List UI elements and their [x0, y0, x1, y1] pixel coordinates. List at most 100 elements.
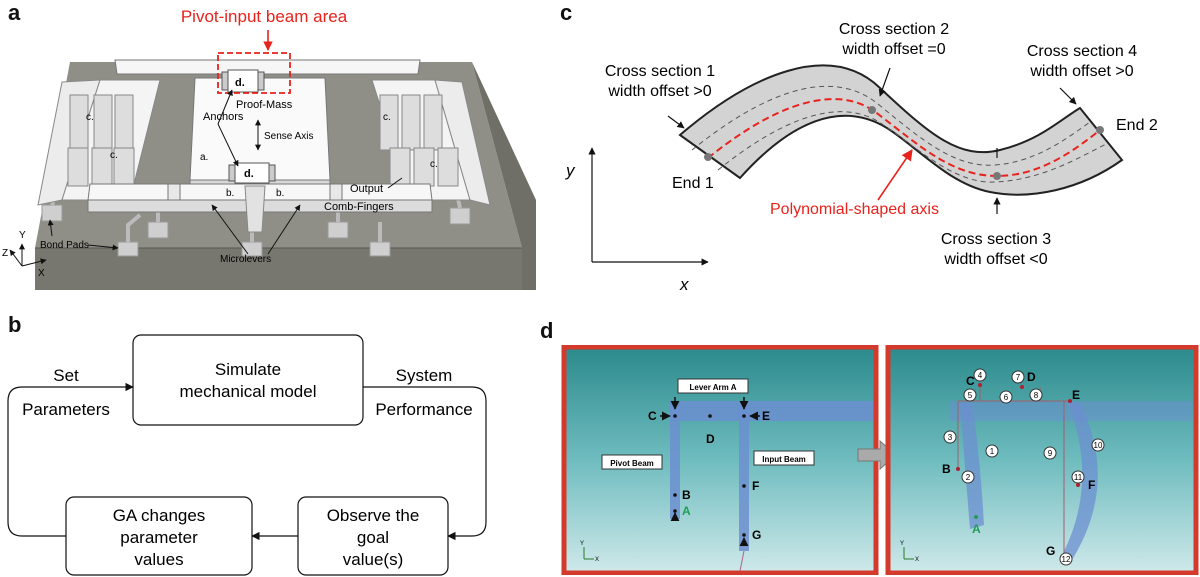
box-observe-line2: goal — [357, 528, 389, 547]
label-microlevers: Microlevers — [220, 254, 271, 265]
substrate-side — [472, 62, 536, 290]
cs3-line1: Cross section 3 — [941, 231, 1051, 248]
input-beam-text: Input Beam — [762, 455, 806, 464]
label-c-3: c. — [383, 112, 391, 123]
point-f-left: F — [752, 479, 759, 493]
label-d-bottom: d. — [244, 168, 254, 180]
input-beam — [739, 401, 749, 551]
point-c-right: C — [966, 374, 975, 388]
panel-c-beam-diagram: y x Cross section 1 width offset >0 Cros… — [565, 21, 1158, 294]
box-simulate-line2: mechanical model — [179, 382, 316, 401]
num-6: 6 — [1004, 393, 1009, 402]
num-9: 9 — [1048, 449, 1053, 458]
pivot-beam-box — [601, 454, 663, 470]
label-comb-fingers: Comb-Fingers — [324, 201, 394, 213]
panel-b-letter: b — [8, 312, 22, 337]
panel-a-mems-diagram: Pivot-input beam area d. Proof-Mass Anch… — [2, 7, 536, 290]
box-simulate-line1: Simulate — [215, 360, 281, 379]
label-d-top: d. — [235, 77, 245, 89]
bond-pad — [41, 204, 63, 222]
input-beam-box — [753, 450, 815, 466]
num-3: 3 — [948, 433, 953, 442]
axis-x-mini-right: X — [915, 557, 919, 563]
end-1-label: End 1 — [672, 175, 714, 192]
box-ga-line2: parameter — [120, 528, 198, 547]
edge-set-parameters — [7, 382, 134, 537]
bond-pad — [327, 221, 349, 239]
point-b-left: B — [682, 488, 691, 502]
box-observe-line1: Observe the — [327, 506, 420, 525]
point-e-right: E — [1072, 388, 1080, 402]
edge-sys-line1: System — [396, 366, 453, 385]
label-output: Output — [350, 183, 383, 195]
bond-pad — [449, 207, 471, 225]
bond-pad — [117, 241, 139, 257]
axis-y-label: Y — [19, 230, 26, 241]
box-ga-line1: GA changes — [113, 506, 206, 525]
pivot-input-highlight — [217, 52, 291, 94]
cs2-line1: Cross section 2 — [839, 21, 949, 38]
label-c-1: c. — [86, 112, 94, 123]
beam-body — [678, 64, 1124, 196]
cs3-line2: width offset <0 — [943, 251, 1047, 268]
point-f-right: F — [1088, 478, 1095, 492]
cs1-line1: Cross section 1 — [605, 63, 715, 80]
point-a-left: A — [682, 504, 691, 518]
polynomial-axis — [707, 98, 1101, 178]
edge-set-line2: Parameters — [22, 400, 110, 419]
panel-a-letter: a — [8, 0, 21, 25]
point-d-right: D — [1027, 370, 1036, 384]
num-4: 4 — [978, 371, 983, 380]
point-g-left: G — [752, 528, 761, 542]
axis-y-mini-left: Y — [580, 541, 584, 547]
label-b-right: b. — [276, 188, 284, 199]
label-c-4: c. — [430, 159, 438, 170]
num-8: 8 — [1034, 391, 1039, 400]
box-observe-line3: value(s) — [343, 550, 403, 569]
microlever — [244, 185, 266, 233]
panel-b-flowchart: Simulate mechanical model Observe the go… — [7, 334, 487, 576]
label-anchors: Anchors — [203, 111, 244, 123]
lever-arm-text: Lever Arm A — [690, 383, 737, 392]
edge-system-performance — [363, 386, 487, 541]
edge-sys-line2: Performance — [375, 400, 472, 419]
point-e-left: E — [762, 409, 770, 423]
point-b-right: B — [942, 462, 951, 476]
pivot-beam — [670, 401, 680, 519]
point-c-left: C — [648, 409, 657, 423]
numbered-markers: 4 7 5 6 8 3 1 2 9 10 11 12 — [943, 368, 1105, 566]
end-2-point — [1096, 126, 1104, 134]
cs2-point — [868, 106, 876, 114]
point-a-right: A — [972, 522, 981, 536]
label-c-2: c. — [110, 150, 118, 161]
num-5: 5 — [968, 391, 973, 400]
num-7: 7 — [1016, 373, 1021, 382]
point-g-right: G — [1046, 544, 1055, 558]
deformed-pivot — [960, 403, 984, 529]
point-d-left: D — [706, 432, 715, 446]
axis-y-mini-right: Y — [900, 541, 904, 547]
num-12: 12 — [1062, 555, 1071, 564]
end-1-point — [704, 153, 712, 161]
box-simulate — [132, 334, 364, 426]
bond-pad — [147, 221, 169, 239]
axis-x-mini-left: X — [595, 557, 599, 563]
label-a: a. — [200, 152, 208, 163]
lever-arm-beam — [670, 401, 873, 421]
box-ga-line3: values — [134, 550, 183, 569]
axis-y-label: y — [565, 161, 576, 180]
panel-d-fem-diagram: Lever Arm A Pivot Beam Input Beam C E D … — [561, 345, 1199, 575]
label-b-left: b. — [226, 188, 234, 199]
bond-pad — [369, 241, 391, 257]
label-proof-mass: Proof-Mass — [236, 99, 293, 111]
substrate-front — [35, 248, 522, 290]
cs1-line2: width offset >0 — [607, 83, 711, 100]
label-sense-axis: Sense Axis — [264, 131, 313, 142]
panel-a-title: Pivot-input beam area — [181, 7, 348, 26]
num-11: 11 — [1074, 473, 1083, 482]
cs4-line1: Cross section 4 — [1027, 43, 1137, 60]
label-bond-pads: Bond Pads — [40, 240, 89, 251]
num-1: 1 — [990, 447, 995, 456]
num-2: 2 — [966, 473, 971, 482]
cs2-line2: width offset =0 — [841, 41, 945, 58]
